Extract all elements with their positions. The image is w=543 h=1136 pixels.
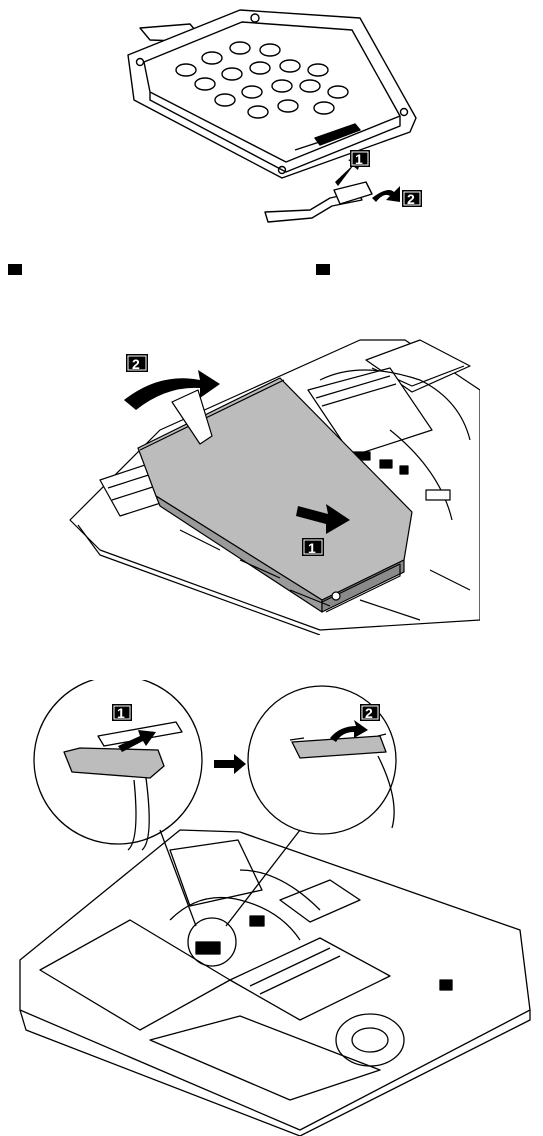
- callout-1-top: 1: [355, 151, 363, 167]
- callout-2-middle: 2: [132, 356, 140, 372]
- remove-drive-illustration: 2 1: [60, 320, 480, 635]
- bullet-left: [8, 264, 22, 275]
- callout-1-bottom: 1: [117, 705, 125, 721]
- callout-2-bottom: 2: [365, 705, 373, 721]
- drive-bracket-illustration: 1 2: [110, 0, 440, 235]
- disconnect-cable-illustration: 1 2: [0, 680, 543, 1136]
- figure-remove-drive: 2 1: [60, 320, 480, 635]
- callout-2-top: 2: [407, 191, 415, 207]
- figure-drive-bracket: 1 2: [110, 0, 440, 235]
- bullet-right: [316, 264, 330, 275]
- figure-disconnect-cable: 1 2: [0, 680, 543, 1136]
- callout-1-middle: 1: [308, 540, 316, 556]
